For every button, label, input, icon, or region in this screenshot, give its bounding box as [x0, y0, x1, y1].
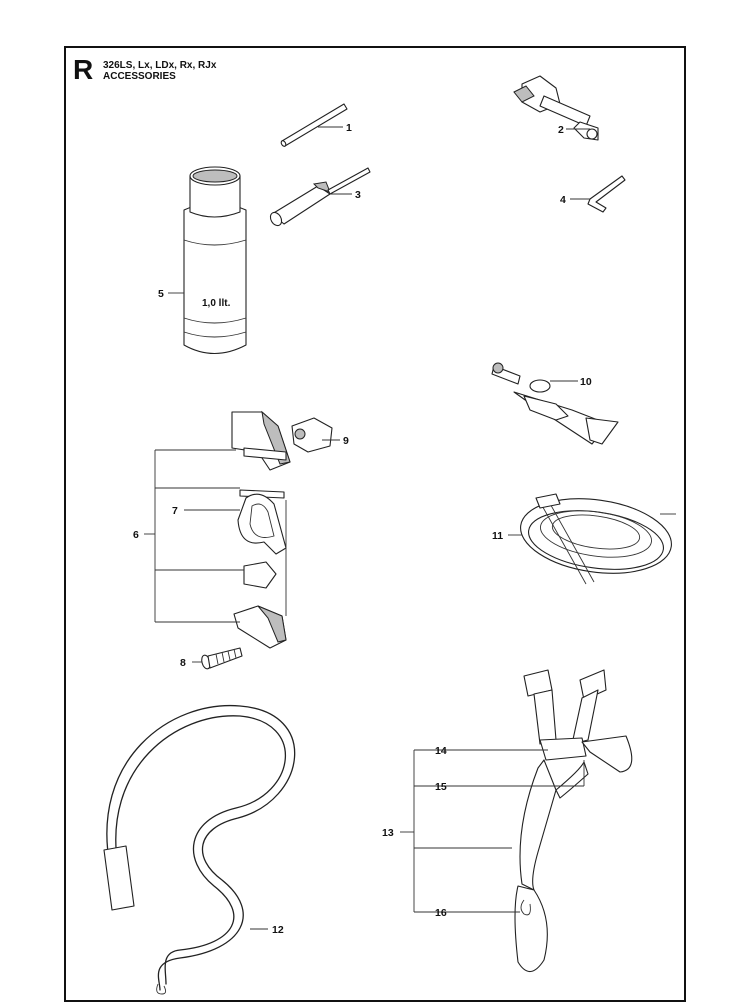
callout-16: 16 — [435, 907, 447, 919]
callout-14: 14 — [435, 745, 447, 757]
part-2-spanner — [513, 75, 599, 141]
model-list: 326LS, Lx, LDx, Rx, RJx — [103, 60, 217, 71]
callout-6-bracket — [144, 449, 244, 623]
diagram-frame — [64, 46, 686, 1002]
part-1-pin — [280, 103, 348, 147]
section-title: ACCESSORIES — [103, 71, 176, 82]
callout-5: 5 — [158, 288, 164, 300]
callout-1: 1 — [346, 122, 352, 134]
callout-13: 13 — [382, 827, 394, 839]
part-5-oil-bottle: 1,0 llt. — [183, 166, 247, 354]
part-8-screw — [201, 647, 243, 670]
callout-4: 4 — [560, 194, 566, 206]
part-13-harness — [514, 669, 633, 973]
callout-3: 3 — [355, 189, 361, 201]
part-6-clip-assembly — [231, 410, 291, 649]
callout-10: 10 — [580, 376, 592, 388]
callout-12: 12 — [272, 924, 284, 936]
callout-8: 8 — [180, 657, 186, 669]
callout-15: 15 — [435, 781, 447, 793]
callout-11: 11 — [492, 530, 503, 542]
part-12-shoulder-strap — [103, 704, 296, 995]
callout-6: 6 — [133, 529, 139, 541]
part-4-hex-key — [587, 175, 626, 213]
bottle-volume-label: 1,0 llt. — [202, 298, 231, 309]
callout-13-bracket — [400, 749, 585, 913]
callout-7: 7 — [172, 505, 178, 517]
callout-2: 2 — [558, 124, 564, 136]
part-11-transport-guard — [520, 493, 676, 585]
callout-9: 9 — [343, 435, 349, 447]
section-letter: R — [73, 54, 94, 85]
part-10-grease-tube — [491, 362, 619, 445]
part-9-clip-nut — [291, 417, 333, 453]
